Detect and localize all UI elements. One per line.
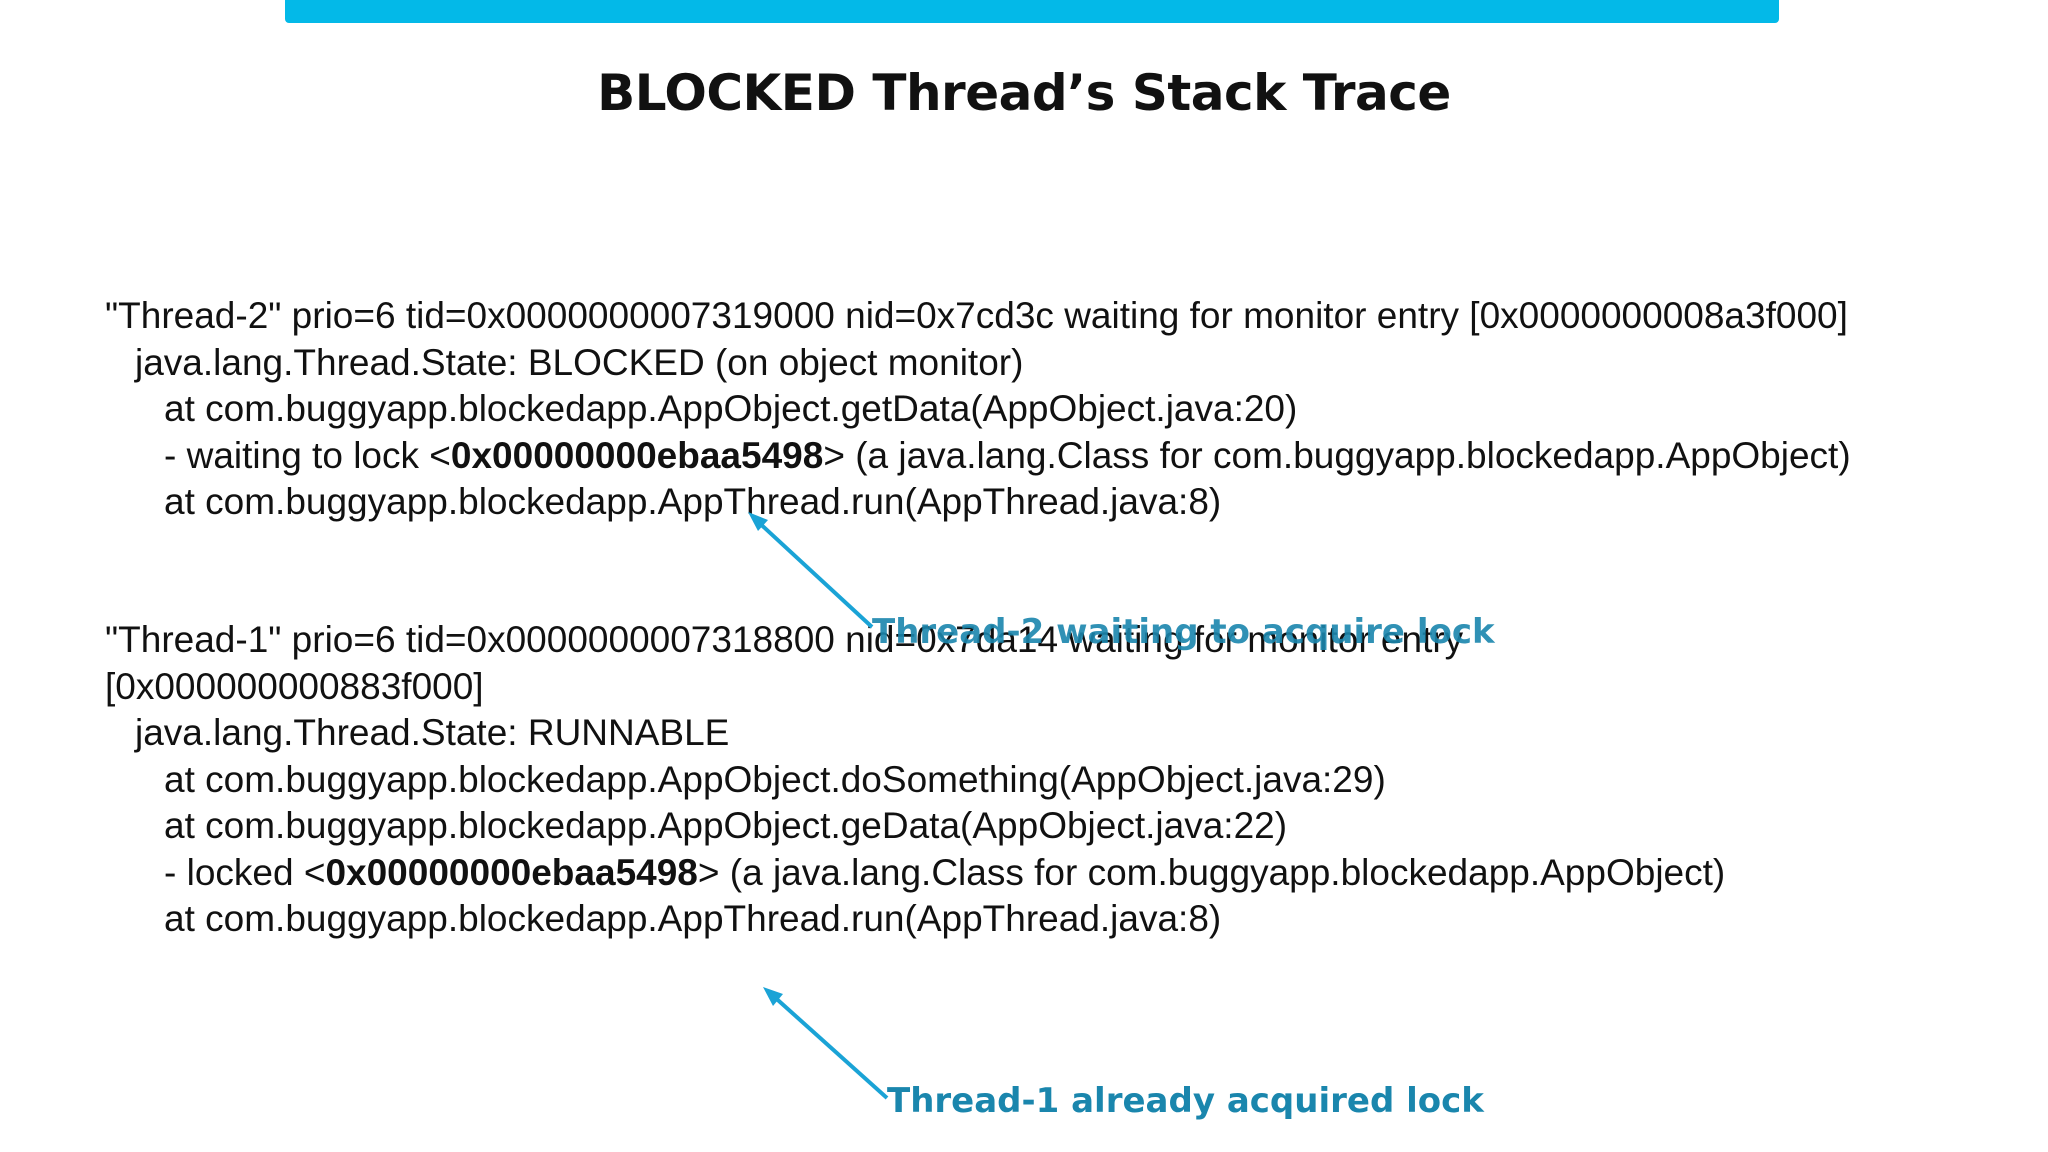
thread-2-stack-trace: "Thread-2" prio=6 tid=0x0000000007319000… — [105, 293, 1851, 526]
thread-2-annotation-label: Thread-2 waiting to acquire lock — [872, 612, 1495, 652]
thread-2-waiting-to-lock: - waiting to lock <0x00000000ebaa5498> (… — [105, 433, 1851, 480]
thread-1-locked: - locked <0x00000000ebaa5498> (a java.la… — [105, 850, 1725, 897]
top-accent-bar — [285, 0, 1779, 23]
thread-1-frame-dosomething: at com.buggyapp.blockedapp.AppObject.doS… — [164, 758, 1386, 800]
thread-2-header: "Thread-2" prio=6 tid=0x0000000007319000… — [105, 295, 1848, 336]
thread-1-frame-gedata: at com.buggyapp.blockedapp.AppObject.geD… — [164, 805, 1288, 846]
thread-2-waiting-suffix: > (a java.lang.Class for com.buggyapp.bl… — [823, 434, 1851, 476]
thread-2-lock-address: 0x00000000ebaa5498 — [450, 434, 824, 476]
thread-1-locked-suffix: > (a java.lang.Class for com.buggyapp.bl… — [697, 851, 1726, 893]
thread-2-frame-run: at com.buggyapp.blockedapp.AppThread.run… — [164, 481, 1222, 522]
thread-1-stack-trace: "Thread-1" prio=6 tid=0x0000000007318800… — [105, 617, 1725, 943]
thread-1-frame-run: at com.buggyapp.blockedapp.AppThread.run… — [164, 898, 1222, 939]
thread-1-annotation-arrow — [763, 987, 889, 1100]
thread-2-frame-getdata: at com.buggyapp.blockedapp.AppObject.get… — [164, 388, 1298, 429]
thread-2-waiting-prefix: - waiting to lock < — [164, 434, 451, 476]
thread-1-lock-address: 0x00000000ebaa5498 — [325, 851, 698, 893]
thread-1-locked-prefix: - locked < — [164, 851, 326, 893]
thread-1-annotation-label: Thread-1 already acquired lock — [887, 1081, 1484, 1121]
thread-1-header-line-2: [0x000000000883f000] — [105, 665, 484, 707]
slide-title: BLOCKED Thread’s Stack Trace — [597, 64, 1451, 122]
thread-2-state: java.lang.Thread.State: BLOCKED (on obje… — [135, 341, 1024, 383]
thread-2-annotation-arrow — [748, 512, 874, 629]
thread-1-state: java.lang.Thread.State: RUNNABLE — [135, 712, 730, 753]
